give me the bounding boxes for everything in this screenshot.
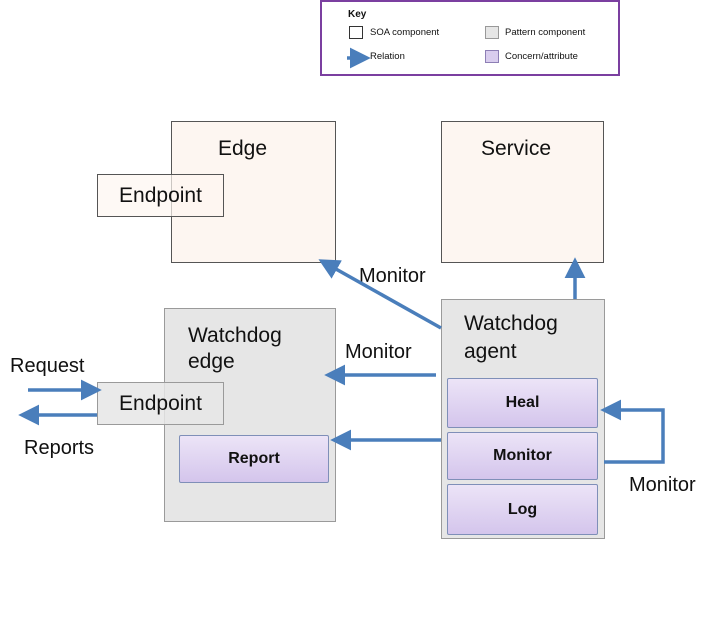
service-title: Service bbox=[481, 137, 552, 160]
edge-endpoint: Endpoint bbox=[97, 174, 224, 217]
report-concern: Report bbox=[179, 435, 329, 483]
monitor-edge-label: Monitor bbox=[359, 265, 426, 287]
arrow-agent-to-edge bbox=[318, 259, 442, 330]
reports-label: Reports bbox=[24, 437, 95, 459]
heal-concern: Heal bbox=[447, 378, 598, 428]
legend-title: Key bbox=[348, 9, 367, 20]
edge-title: Edge bbox=[218, 137, 268, 160]
pattern-swatch bbox=[485, 26, 499, 39]
request-label: Request bbox=[10, 355, 85, 377]
monitor-self-label: Monitor bbox=[629, 474, 696, 496]
log-concern: Log bbox=[447, 484, 598, 535]
legend-concern-label: Concern/attribute bbox=[505, 51, 578, 62]
concern-swatch bbox=[485, 50, 499, 63]
arrow-monitor-to-heal bbox=[600, 399, 665, 464]
watchdog-edge-title: Watchdog edge bbox=[188, 324, 282, 373]
legend-soa-label: SOA component bbox=[370, 27, 440, 38]
watchdog-edge-endpoint: Endpoint bbox=[97, 382, 224, 425]
watchdog-agent-title: Watchdog agent bbox=[464, 312, 558, 363]
monitor-watchdog-edge-label: Monitor bbox=[345, 341, 412, 363]
legend-pattern-label: Pattern component bbox=[505, 27, 586, 38]
legend-relation-label: Relation bbox=[370, 51, 405, 62]
monitor-concern: Monitor bbox=[447, 432, 598, 480]
service-box bbox=[441, 121, 604, 263]
soa-swatch bbox=[349, 26, 363, 39]
